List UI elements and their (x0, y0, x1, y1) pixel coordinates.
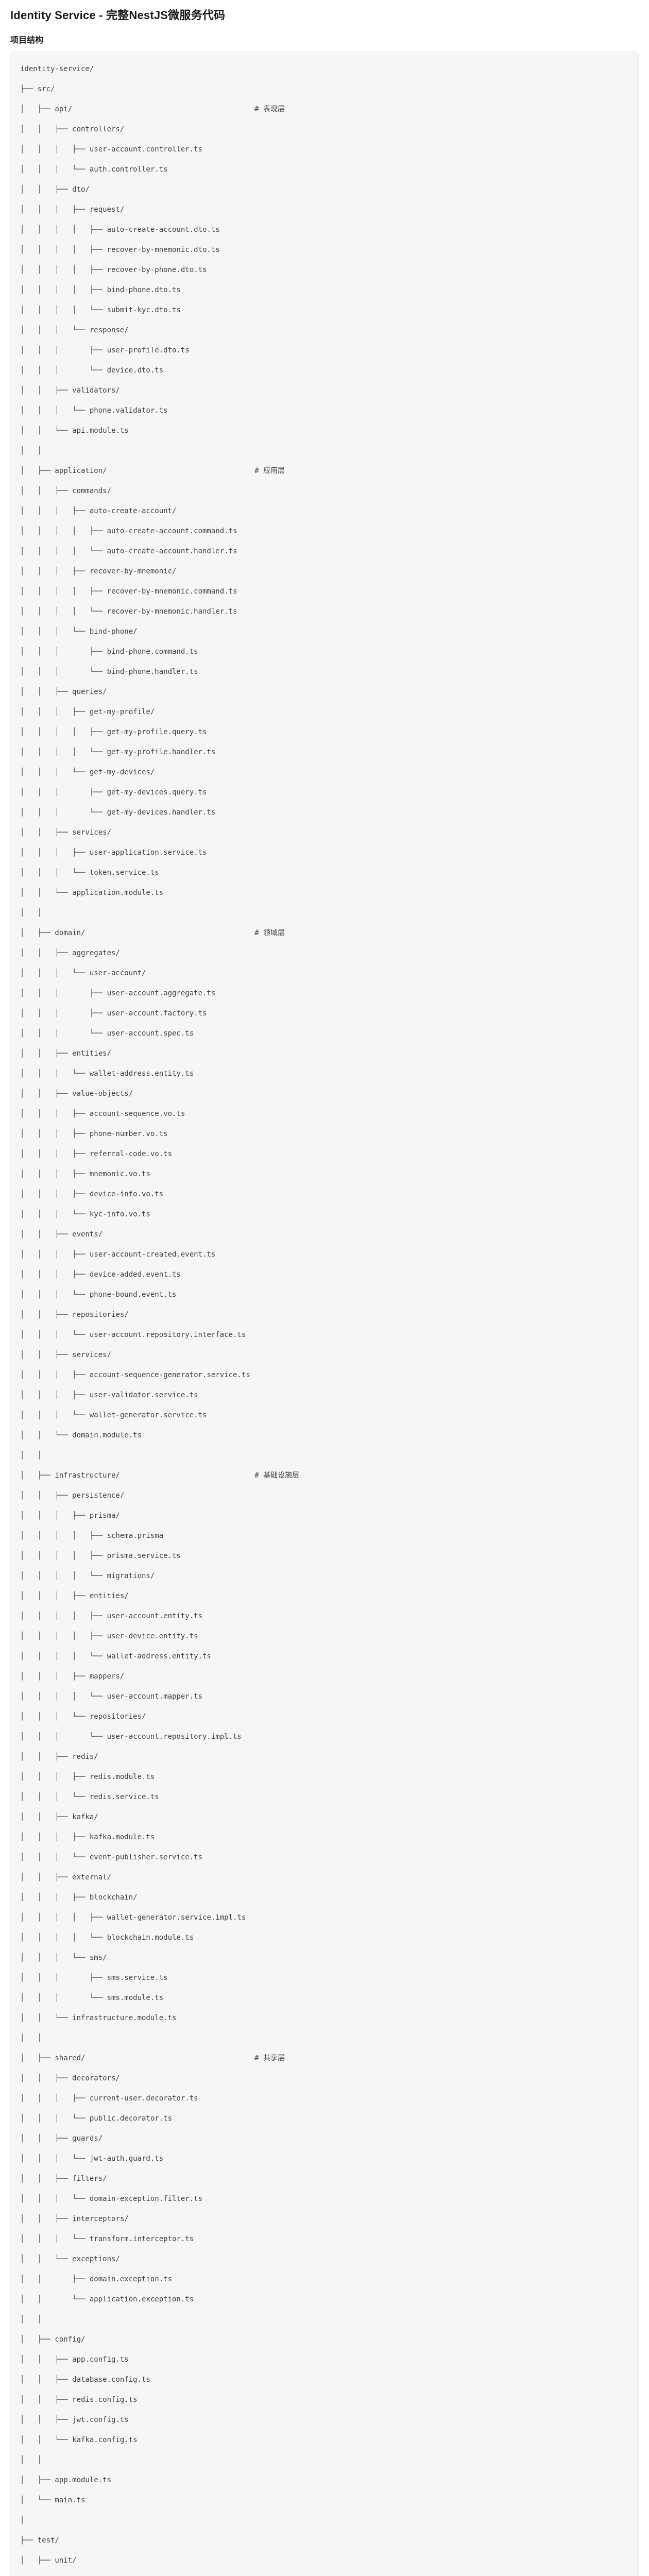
section-heading-project-structure: 项目结构 (10, 36, 44, 45)
page-title: Identity Service - 完整NestJS微服务代码 (10, 9, 226, 22)
project-structure-code-block: identity-service/ ├── src/ │ ├── api/ # … (10, 52, 639, 2576)
file-tree: identity-service/ ├── src/ │ ├── api/ # … (20, 65, 300, 2565)
